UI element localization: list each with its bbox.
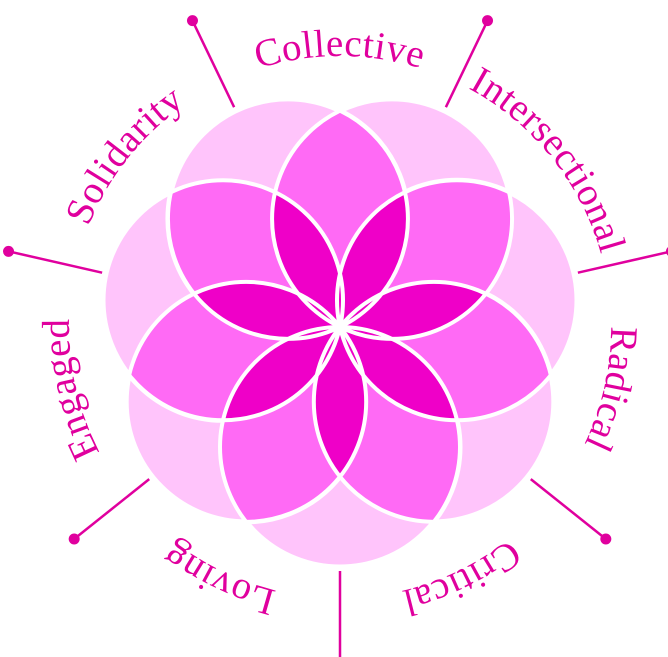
spoke-dot [482, 15, 493, 26]
spoke-dot [3, 246, 14, 257]
petal-label: Critical [398, 532, 529, 624]
flower-of-life [103, 99, 577, 567]
spoke-dot [187, 15, 198, 26]
petal-label: Engaged [35, 318, 108, 467]
spoke-dot [69, 533, 80, 544]
spoke-line [531, 479, 606, 539]
petal-label: Radical [576, 326, 645, 459]
spoke-line [9, 251, 103, 272]
petal-label: Loving [153, 534, 279, 624]
spoke-dot [600, 533, 611, 544]
spoke-line [74, 479, 149, 539]
spoke-line [578, 251, 668, 272]
spoke-line [192, 21, 234, 107]
petal-label: Collective [250, 22, 431, 77]
